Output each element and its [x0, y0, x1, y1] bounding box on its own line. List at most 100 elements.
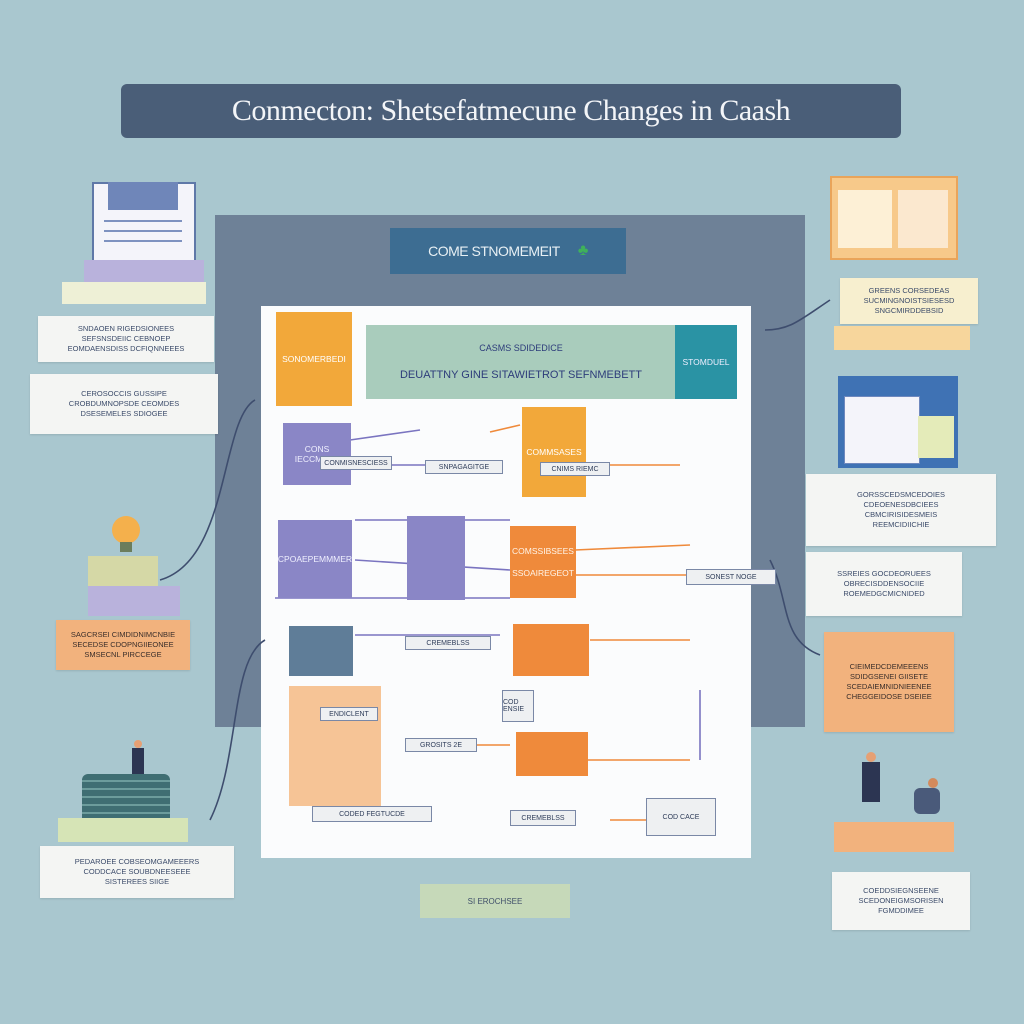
right-caption-4-line-3: SCEDAIEMNIDNIEENEE [846, 682, 932, 691]
right-caption-3: SSREIES GOCDEORUEES OBRECISDDENSOCIIE RO… [806, 552, 962, 616]
folder-icon [838, 376, 958, 468]
left-caption-1-line-3: EOMDAENSDISS DCFIQNNEEES [67, 344, 185, 353]
tag-t2: SNPAGAGITGE [425, 460, 503, 474]
block-p1: CONS IECCMEBS [283, 423, 351, 485]
people-icon [852, 752, 948, 826]
right-caption-5-line-2: SCEDONEIGMSORISEN [858, 896, 944, 905]
block-o2-label: COMSSIBSEES [512, 546, 574, 556]
right-caption-2-line-4: REEMCIDIICHIE [872, 520, 930, 529]
block-o3 [513, 624, 589, 676]
left-caption-2-line-2: CROBDUMNOPSDE CEOMDES [68, 399, 180, 408]
left-caption-1: SNDAOEN RIGEDSIONEES SEFSNSDEIIC CEBNOEP… [38, 316, 214, 362]
right-caption-5-line-1: COEDDSIEGNSEENE [863, 886, 939, 895]
left-caption-1-line-1: SNDAOEN RIGEDSIONEES [77, 324, 175, 333]
tag-t8-label: ENDICLENT [329, 710, 369, 718]
top-banner-label-b: DEUATTNY GINE SITAWIETROT SEFNMEBETT [399, 369, 643, 381]
footer-tag: SI EROCHSEE [420, 884, 570, 918]
block-o4 [516, 732, 588, 776]
tag-t6-label: CREMEBLSS [426, 639, 470, 647]
right-caption-3-line-1: SSREIES GOCDEORUEES [837, 569, 931, 578]
tag-t8: ENDICLENT [320, 707, 378, 721]
people-base [834, 822, 954, 852]
left-caption-2-line-3: DSESEMELES SDIOGEE [80, 409, 168, 418]
right-caption-4-line-4: CHEGGEIDOSE DSEIEE [846, 692, 932, 701]
lightbulb-icon [108, 516, 144, 556]
right-tab: STOMDUEL [675, 325, 737, 399]
coin-base [58, 818, 188, 842]
right-caption-2-line-2: CDEOENESDBCIEES [863, 500, 939, 509]
block-p2-label: CPOAEPEMMMER [277, 554, 353, 564]
tag-t2-label: SNPAGAGITGE [438, 463, 490, 471]
coin-stack-icon [82, 774, 170, 824]
tag-t12: CREMEBLSS [510, 810, 576, 826]
left-caption-2-line-1: CEROSOCCIS GUSSIPE [81, 389, 167, 398]
footer-tag-label: SI EROCHSEE [467, 896, 523, 906]
tag-t13-label: COD CACE [662, 813, 700, 821]
left-caption-3-line-1: SAGCRSEI CIMDIDNIMCNBIE [70, 630, 176, 639]
report-icon [830, 176, 958, 260]
tag-t11: CODED FEGTUCDE [312, 806, 432, 822]
block-o2-sub: SSOAIREGEOT [512, 568, 574, 578]
left-tab-label: SONOMERBEDI [282, 354, 346, 364]
left-caption-4: PEDAROEE COBSEOMGAMEEERS CODDCACE SOUBDN… [40, 846, 234, 898]
top-banner-label-a: CASMS SDIDEDICE [479, 343, 563, 353]
block-p3 [407, 516, 465, 600]
right-caption-4-line-2: SDIDGSENEI GIISETE [850, 672, 928, 681]
person-icon [130, 740, 146, 774]
left-caption-4-line-1: PEDAROEE COBSEOMGAMEEERS [74, 857, 200, 866]
tag-t1: CONMISNESCIESS [320, 456, 392, 470]
stack-base-cream [62, 282, 206, 304]
tag-t1-label: CONMISNESCIESS [324, 459, 388, 467]
stack-base-purple [84, 260, 204, 282]
bulb-base [88, 586, 180, 616]
left-caption-3-line-3: SMSECNL PIRCCEGE [84, 650, 162, 659]
right-caption-2-line-1: GORSSCEDSMCEDOIES [857, 490, 945, 499]
right-caption-5-line-3: FGMDDIMEE [878, 906, 924, 915]
tag-t6: CREMEBLSS [405, 636, 491, 650]
right-caption-4-line-1: CIEIMEDCDEMEEENS [849, 662, 929, 671]
left-caption-1-line-2: SEFSNSDEIIC CEBNOEP [81, 334, 171, 343]
tag-t9-label: GROSITS 2E [419, 741, 462, 749]
tag-t5: SONEST NOGE [686, 569, 776, 585]
right-tab-label: STOMDUEL [682, 357, 730, 367]
tag-t3-label: CNIMS RIEMC [551, 465, 599, 473]
left-tab: SONOMERBEDI [276, 312, 352, 406]
page-title: Conmecton: Shetsefatmecune Changes in Ca… [121, 84, 901, 138]
caption-1-base [834, 326, 970, 350]
block-p2: CPOAEPEMMMER [278, 520, 352, 598]
tag-t12-label: CREMEBLSS [521, 814, 565, 822]
right-caption-4: CIEIMEDCDEMEEENS SDIDGSENEI GIISETE SCED… [824, 632, 954, 732]
right-caption-3-line-3: ROEMEDGCMICNIDED [843, 589, 925, 598]
tag-t3: CNIMS RIEMC [540, 462, 610, 476]
tag-t10-label: COD ENSIE [503, 699, 525, 713]
block-o1: COMMSASES [522, 407, 586, 497]
right-caption-2-line-3: CBMCIRISIDESMEIS [864, 510, 938, 519]
right-caption-1-line-2: SUCMINGNOISTSIESESD [863, 296, 955, 305]
left-caption-4-line-3: SISTEREES SIIGE [104, 877, 170, 886]
left-caption-2: CEROSOCCIS GUSSIPE CROBDUMNOPSDE CEOMDES… [30, 374, 218, 434]
header-tag: COME STNOMEMEIT ♣ [390, 228, 626, 274]
right-caption-1: GREENS CORSEDEAS SUCMINGNOISTSIESESD SNG… [840, 278, 978, 324]
right-caption-5: COEDDSIEGNSEENE SCEDONEIGMSORISEN FGMDDI… [832, 872, 970, 930]
header-tag-label: COME STNOMEMEIT [428, 243, 560, 259]
tag-t13: COD CACE [646, 798, 716, 836]
tag-t11-label: CODED FEGTUCDE [339, 810, 405, 818]
document-stack-icon [92, 182, 196, 264]
block-s1 [289, 626, 353, 676]
right-caption-1-line-1: GREENS CORSEDEAS [868, 286, 950, 295]
block-o2: COMSSIBSEES SSOAIREGEOT [510, 526, 576, 598]
right-caption-1-line-3: SNGCMIRDDEBSID [874, 306, 944, 315]
tag-t5-label: SONEST NOGE [705, 573, 757, 581]
tag-t9: GROSITS 2E [405, 738, 477, 752]
left-caption-3: SAGCRSEI CIMDIDNIMCNBIE SECEDSE CDOPNGII… [56, 620, 190, 670]
bulb-stand [88, 556, 158, 586]
block-p1-label: CONS IECCMEBS [294, 444, 340, 464]
plant-icon: ♣ [577, 242, 589, 259]
right-caption-3-line-2: OBRECISDDENSOCIIE [843, 579, 925, 588]
block-o1-label: COMMSASES [526, 447, 582, 457]
tag-t10: COD ENSIE [502, 690, 534, 722]
top-banner: CASMS SDIDEDICE DEUATTNY GINE SITAWIETRO… [366, 325, 676, 399]
block-peach [289, 686, 381, 806]
left-caption-4-line-2: CODDCACE SOUBDNEESEEE [83, 867, 191, 876]
left-caption-3-line-2: SECEDSE CDOPNGIIEONEE [72, 640, 174, 649]
